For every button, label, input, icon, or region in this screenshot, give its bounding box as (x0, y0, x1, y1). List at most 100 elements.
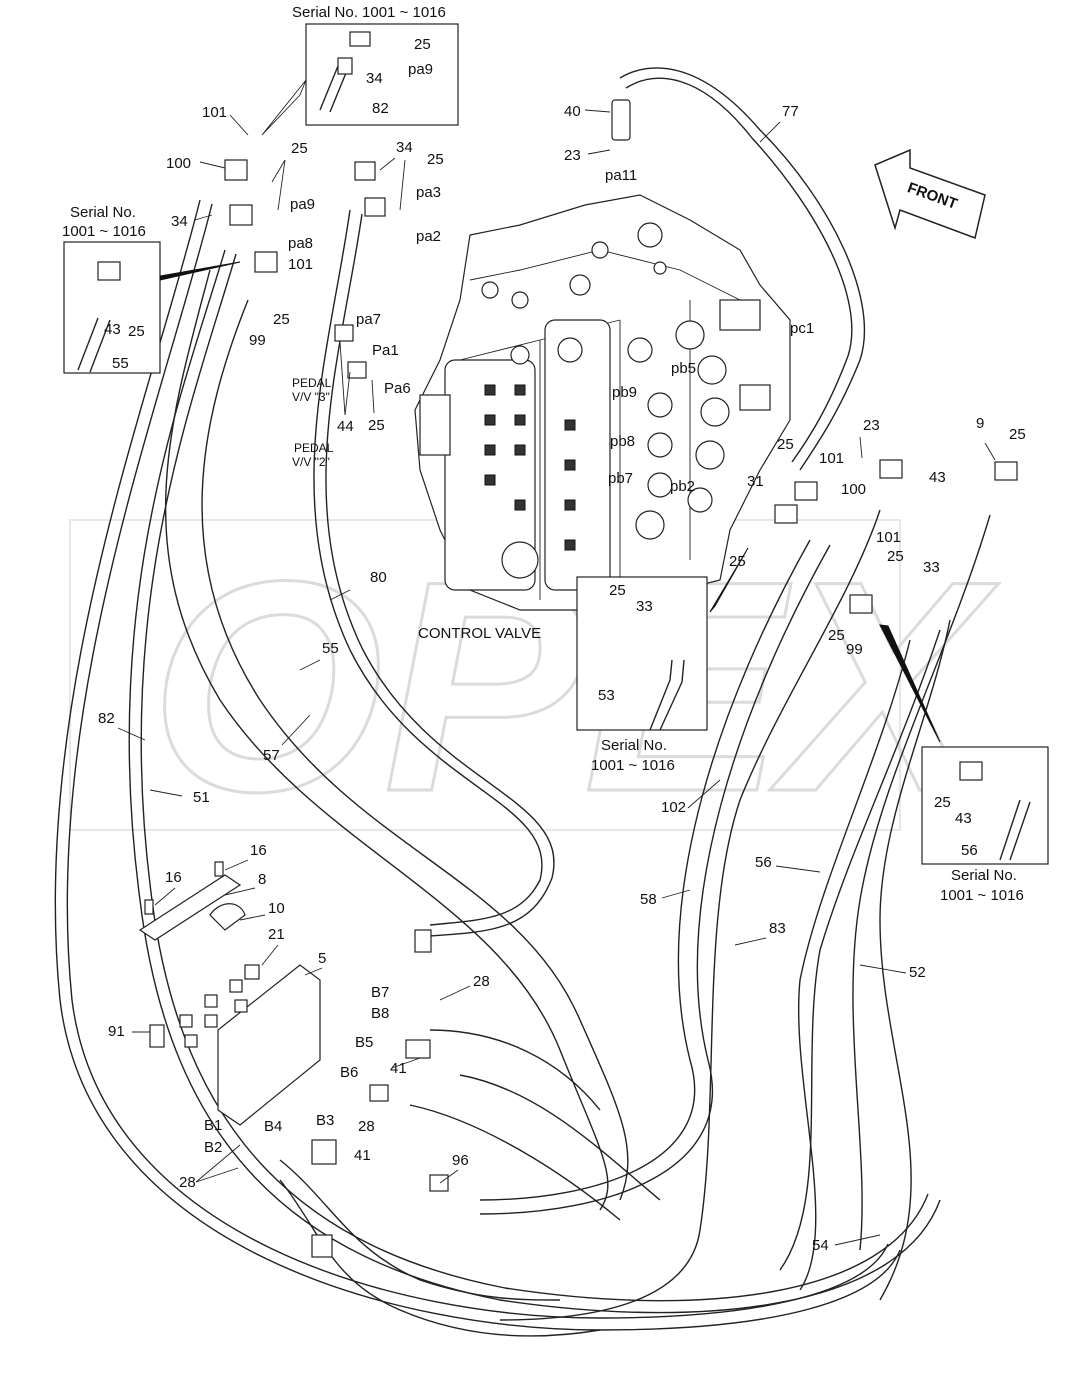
svg-text:pa8: pa8 (288, 235, 313, 252)
svg-text:V/V "3": V/V "3" (292, 390, 330, 404)
svg-text:25: 25 (828, 627, 845, 644)
svg-text:44: 44 (337, 418, 354, 435)
svg-text:28: 28 (179, 1174, 196, 1191)
diagram-labels: CONTROL VALVE PEDAL V/V "3" PEDAL V/V "2… (98, 103, 1026, 1254)
svg-text:82: 82 (372, 100, 389, 117)
svg-text:28: 28 (473, 973, 490, 990)
svg-text:pa9: pa9 (408, 61, 433, 78)
svg-text:101: 101 (876, 529, 901, 546)
svg-text:B7: B7 (371, 984, 389, 1001)
svg-text:56: 56 (755, 854, 772, 871)
svg-text:B6: B6 (340, 1064, 358, 1081)
svg-text:96: 96 (452, 1152, 469, 1169)
svg-text:25: 25 (1009, 426, 1026, 443)
svg-text:pc1: pc1 (790, 320, 814, 337)
svg-text:pb9: pb9 (612, 384, 637, 401)
svg-text:PEDAL: PEDAL (294, 441, 334, 455)
svg-text:83: 83 (769, 920, 786, 937)
svg-text:1001 ~ 1016: 1001 ~ 1016 (940, 887, 1024, 904)
fittings (224, 99, 1018, 1258)
svg-text:5: 5 (318, 950, 326, 967)
svg-text:PEDAL: PEDAL (292, 376, 332, 390)
svg-text:25: 25 (427, 151, 444, 168)
svg-text:23: 23 (564, 147, 581, 164)
svg-text:40: 40 (564, 103, 581, 120)
svg-text:B4: B4 (264, 1118, 282, 1135)
svg-text:Serial No.: Serial No. (951, 867, 1017, 884)
svg-text:25: 25 (414, 36, 431, 53)
svg-text:102: 102 (661, 799, 686, 816)
svg-text:10: 10 (268, 900, 285, 917)
svg-text:101: 101 (202, 104, 227, 121)
svg-text:V/V "2": V/V "2" (292, 455, 330, 469)
svg-text:34: 34 (171, 213, 188, 230)
serial-box-1: Serial No. 1001 ~ 1016 25 34 pa9 82 (261, 4, 459, 136)
bracket-assembly (138, 861, 321, 1126)
svg-text:80: 80 (370, 569, 387, 586)
svg-text:77: 77 (782, 103, 799, 120)
svg-text:Serial No. 1001 ~ 1016: Serial No. 1001 ~ 1016 (292, 4, 446, 21)
svg-text:16: 16 (250, 842, 267, 859)
leader-lines (117, 109, 996, 1246)
control-valve-body (414, 194, 791, 611)
hose-lines (54, 67, 991, 1337)
serial-box-4: 25 43 56 Serial No. 1001 ~ 1016 (879, 624, 1049, 904)
serial-box-3: 25 33 53 Serial No. 1001 ~ 1016 (576, 547, 749, 774)
front-arrow: FRONT (874, 148, 986, 240)
svg-text:25: 25 (887, 548, 904, 565)
svg-text:pb5: pb5 (671, 360, 696, 377)
svg-text:33: 33 (636, 598, 653, 615)
svg-text:pa9: pa9 (290, 196, 315, 213)
svg-text:16: 16 (165, 869, 182, 886)
svg-text:52: 52 (909, 964, 926, 981)
svg-text:25: 25 (934, 794, 951, 811)
svg-text:25: 25 (128, 323, 145, 340)
svg-text:55: 55 (112, 355, 129, 372)
svg-text:B2: B2 (204, 1139, 222, 1156)
svg-text:B8: B8 (371, 1005, 389, 1022)
svg-text:34: 34 (396, 139, 413, 156)
svg-text:21: 21 (268, 926, 285, 943)
svg-text:99: 99 (846, 641, 863, 658)
svg-text:53: 53 (598, 687, 615, 704)
svg-text:pa2: pa2 (416, 228, 441, 245)
svg-text:58: 58 (640, 891, 657, 908)
svg-text:99: 99 (249, 332, 266, 349)
svg-text:pb8: pb8 (610, 433, 635, 450)
svg-text:25: 25 (609, 582, 626, 599)
svg-text:54: 54 (812, 1237, 829, 1254)
svg-text:101: 101 (819, 450, 844, 467)
svg-text:25: 25 (777, 436, 794, 453)
svg-text:pa3: pa3 (416, 184, 441, 201)
svg-text:B1: B1 (204, 1117, 222, 1134)
svg-text:25: 25 (729, 553, 746, 570)
svg-text:34: 34 (366, 70, 383, 87)
svg-text:pb2: pb2 (670, 478, 695, 495)
svg-text:B5: B5 (355, 1034, 373, 1051)
serial-box-2: Serial No. 1001 ~ 1016 43 25 55 (62, 204, 241, 374)
svg-text:55: 55 (322, 640, 339, 657)
svg-text:100: 100 (841, 481, 866, 498)
svg-text:28: 28 (358, 1118, 375, 1135)
svg-text:CONTROL VALVE: CONTROL VALVE (418, 625, 541, 642)
svg-text:9: 9 (976, 415, 984, 432)
svg-text:Pa6: Pa6 (384, 380, 411, 397)
svg-text:100: 100 (166, 155, 191, 172)
svg-text:25: 25 (273, 311, 290, 328)
svg-text:25: 25 (368, 417, 385, 434)
svg-text:56: 56 (961, 842, 978, 859)
svg-text:B3: B3 (316, 1112, 334, 1129)
svg-text:57: 57 (263, 747, 280, 764)
svg-text:23: 23 (863, 417, 880, 434)
svg-text:1001 ~ 1016: 1001 ~ 1016 (591, 757, 675, 774)
svg-text:43: 43 (929, 469, 946, 486)
svg-text:pb7: pb7 (608, 470, 633, 487)
svg-text:pa11: pa11 (605, 167, 637, 184)
svg-text:25: 25 (291, 140, 308, 157)
svg-text:Serial No.: Serial No. (601, 737, 667, 754)
svg-text:1001 ~ 1016: 1001 ~ 1016 (62, 223, 146, 240)
svg-text:Serial No.: Serial No. (70, 204, 136, 221)
svg-text:41: 41 (354, 1147, 371, 1164)
